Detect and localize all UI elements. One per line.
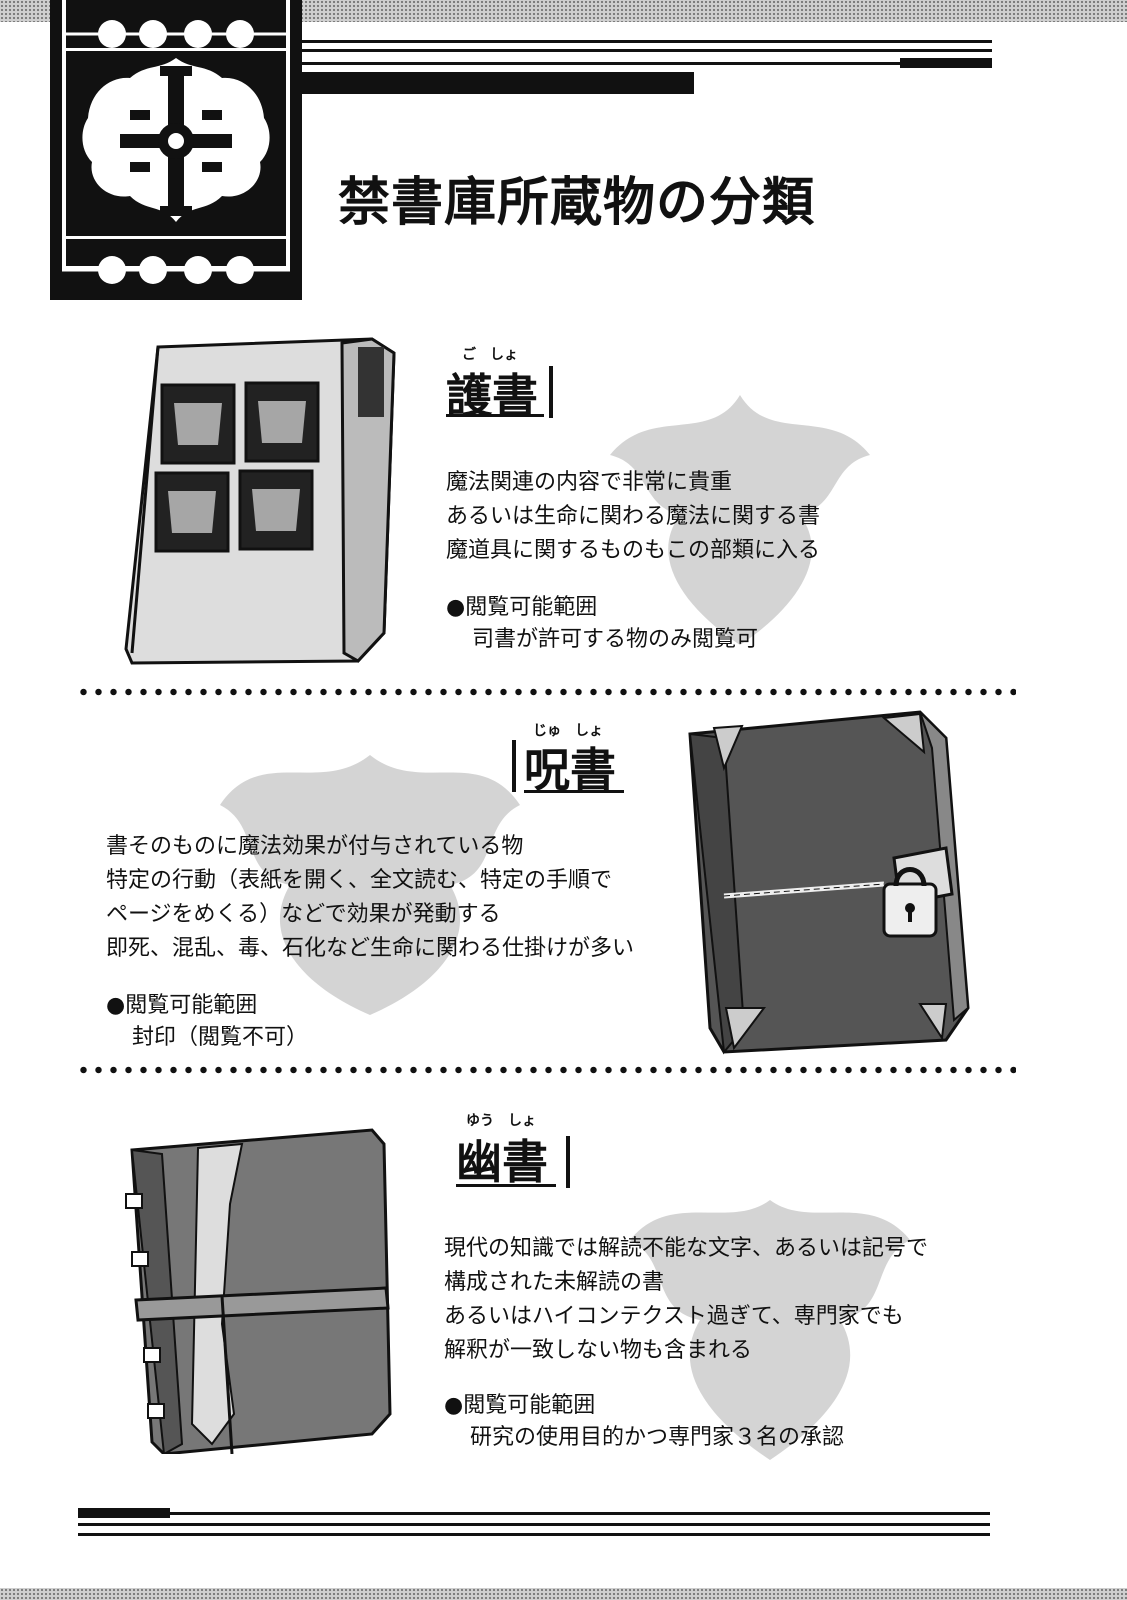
description-line: あるいは生命に関わる魔法に関する書: [446, 504, 821, 529]
header-rule-thick: [900, 58, 992, 68]
ghost-ornament-3: [630, 1200, 910, 1460]
footer-rule-1: [170, 1512, 990, 1515]
description-line: 即死、混乱、毒、石化など生命に関わる仕掛けが多い: [106, 936, 635, 961]
ghost-ornament-1: [610, 395, 870, 645]
description-line: 魔法関連の内容で非常に貴重: [446, 470, 733, 495]
reading-range: 閲覧可能範囲 司書が許可する物のみ閲覧可: [446, 592, 758, 656]
heading-underline: [456, 1184, 556, 1187]
description-line: 特定の行動（表紙を開く、全文読む、特定の手順で: [106, 868, 613, 893]
reading-range: 閲覧可能範囲 封印（閲覧不可）: [106, 990, 308, 1054]
reading-range-label: 閲覧可能範囲: [106, 990, 308, 1022]
header-rule-1: [302, 40, 992, 43]
reading-range-value: 司書が許可する物のみ閲覧可: [472, 627, 759, 652]
footer-rule-thick: [78, 1508, 170, 1518]
description-line: 魔道具に関するものもこの部類に入る: [446, 538, 821, 563]
ornate-book-icon: [124, 337, 396, 665]
locked-book-icon: [688, 710, 970, 1055]
section-ruby: ご しょ: [462, 347, 518, 363]
heading-bar: [512, 740, 516, 792]
dotted-divider-1: [76, 688, 1016, 696]
section-description: 現代の知識では解読不能な文字、あるいは記号で 構成された未解読の書 あるいはハイ…: [444, 1232, 928, 1368]
ghost-ornament-2: [220, 755, 520, 1015]
heading-bar: [549, 366, 553, 418]
description-line: 書そのものに魔法効果が付与されている物: [106, 834, 524, 859]
section-description: 書そのものに魔法効果が付与されている物 特定の行動（表紙を開く、全文読む、特定の…: [106, 830, 634, 966]
section-ruby: じゅ しょ: [533, 723, 603, 739]
dotted-divider-2: [76, 1066, 1016, 1074]
ornamental-emblem-icon: [50, 0, 302, 300]
heading-underline: [524, 790, 624, 793]
bottom-border-band: [0, 1588, 1127, 1600]
footer-rule-2: [78, 1523, 990, 1526]
header-rule-2: [302, 49, 992, 52]
section-ruby: ゆう しょ: [466, 1113, 536, 1129]
description-line: あるいはハイコンテクスト過ぎて、専門家でも: [444, 1304, 904, 1329]
reading-range-label: 閲覧可能範囲: [446, 592, 758, 624]
heading-bar: [566, 1136, 570, 1188]
reading-range-label: 閲覧可能範囲: [444, 1390, 844, 1422]
description-line: ページをめくる）などで効果が発動する: [106, 902, 501, 927]
description-line: 解釈が一致しない物も含まれる: [444, 1338, 753, 1363]
header-rule-bar: [302, 72, 694, 94]
section-description: 魔法関連の内容で非常に貴重 あるいは生命に関わる魔法に関する書 魔道具に関するも…: [446, 466, 820, 568]
page-title: 禁書庫所蔵物の分類: [338, 173, 816, 233]
reading-range-value: 研究の使用目的かつ専門家３名の承認: [470, 1425, 845, 1450]
strapped-book-icon: [125, 1128, 392, 1454]
reading-range-value: 封印（閲覧不可）: [132, 1025, 309, 1050]
description-line: 構成された未解読の書: [444, 1270, 665, 1295]
section-heading: 呪書: [524, 743, 616, 797]
section-heading: 幽書: [456, 1135, 548, 1189]
header-rule-3: [302, 62, 900, 65]
reading-range: 閲覧可能範囲 研究の使用目的かつ専門家３名の承認: [444, 1390, 844, 1454]
footer-rule-3: [78, 1533, 990, 1536]
heading-underline: [446, 414, 544, 417]
description-line: 現代の知識では解読不能な文字、あるいは記号で: [444, 1236, 929, 1261]
